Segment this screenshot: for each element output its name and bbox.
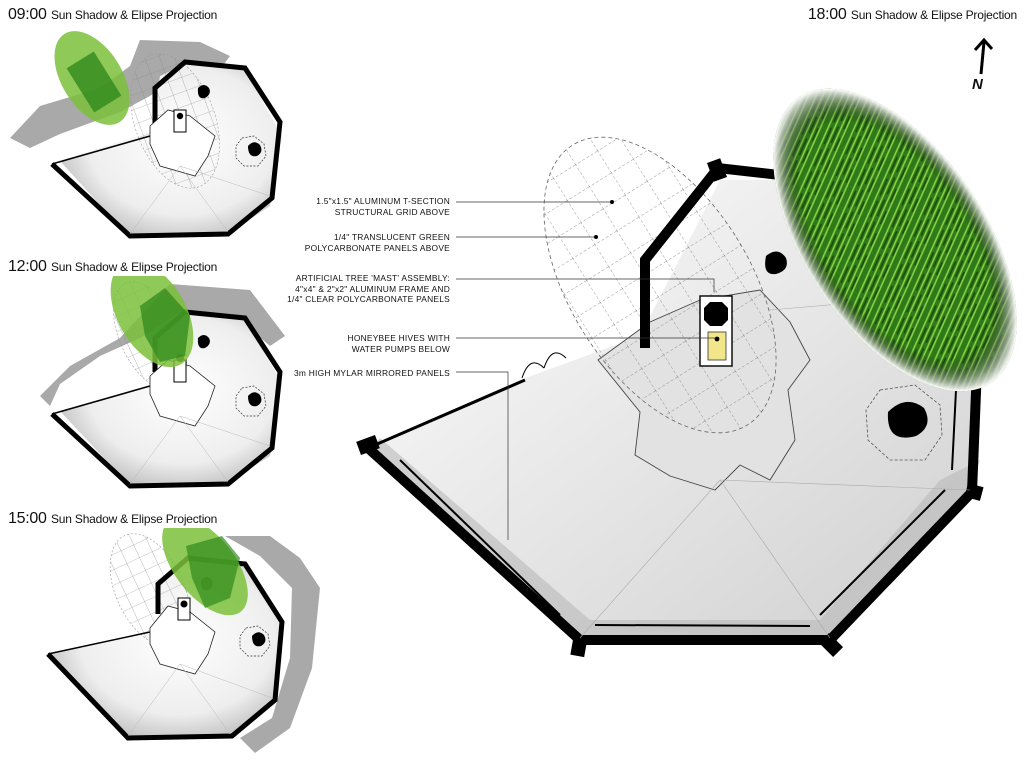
hive-octagon <box>704 302 728 326</box>
plan-1500 <box>46 528 320 753</box>
green-panel <box>186 536 240 608</box>
callout-line: ARTIFICIAL TREE 'MAST' ASSEMBLY: <box>295 273 450 283</box>
callout-line: POLYCARBONATE PANELS ABOVE <box>304 242 450 253</box>
hive-dot <box>180 600 188 608</box>
title-text: Sun Shadow & Elipse Projection <box>51 8 218 22</box>
door-arc <box>521 352 567 379</box>
radial-lines <box>127 663 273 737</box>
shadow <box>225 536 320 753</box>
wall-thin <box>47 631 151 655</box>
wall-thick <box>50 59 283 239</box>
plan-1200 <box>40 276 285 489</box>
title-1800: 18:00 Sun Shadow & Elipse Projection <box>808 6 1017 24</box>
north-arrow: N <box>966 36 1000 96</box>
wall-thick <box>46 555 285 741</box>
callout-mylar-panels: 3m HIGH MYLAR MIRRORED PANELS <box>294 368 450 379</box>
title-text: Sun Shadow & Elipse Projection <box>51 512 218 526</box>
tree-octagon <box>235 385 267 417</box>
callout-line: 1/4" CLEAR POLYCARBONATE PANELS <box>287 294 450 304</box>
callout-line: WATER PUMPS BELOW <box>351 343 450 354</box>
callout-line: 1/4" TRANSLUCENT GREEN <box>333 232 450 242</box>
callout-line: HONEYBEE HIVES WITH <box>347 333 450 343</box>
tree-blob <box>197 335 210 349</box>
north-arrow-icon <box>973 37 994 75</box>
callout-polycarbonate-panels: 1/4" TRANSLUCENT GREEN POLYCARBONATE PAN… <box>305 232 450 253</box>
tree-blob <box>887 401 928 438</box>
title-time: 12:00 <box>8 258 47 275</box>
tree-octagon <box>865 384 943 461</box>
tree-blob <box>765 251 787 275</box>
callout-tree-mast: ARTIFICIAL TREE 'MAST' ASSEMBLY: 4"x4" &… <box>287 273 450 305</box>
tree-octagon <box>239 625 271 657</box>
green-panel <box>66 51 122 113</box>
green-panel <box>140 288 190 362</box>
tree-blob <box>248 142 262 157</box>
water-pump <box>707 331 727 361</box>
title-text: Sun Shadow & Elipse Projection <box>850 8 1017 22</box>
title-1500: 15:00 Sun Shadow & Elipse Projection <box>8 510 217 528</box>
callout-structural-grid: 1.5"x1.5" ALUMINUM T-SECTION STRUCTURAL … <box>316 196 450 217</box>
plan-1800 <box>356 88 1017 658</box>
hive-dot <box>176 112 184 120</box>
canopy-fade <box>773 88 1017 392</box>
tree-blob <box>248 392 262 407</box>
tree-blob <box>252 632 266 647</box>
callout-line: 4"x4" & 2"x2" ALUMINUM FRAME AND <box>295 283 450 294</box>
title-time: 18:00 <box>807 6 847 23</box>
title-1200: 12:00 Sun Shadow & Elipse Projection <box>8 258 217 276</box>
callout-line: 1.5"x1.5" ALUMINUM T-SECTION <box>316 196 450 206</box>
tree-blob <box>197 85 210 99</box>
callout-line: 3m HIGH MYLAR MIRRORED PANELS <box>293 368 450 378</box>
pump-dot <box>714 336 720 342</box>
radial-lines <box>129 165 271 235</box>
callout-line: STRUCTURAL GRID ABOVE <box>334 206 450 217</box>
title-time: 15:00 <box>8 510 47 527</box>
radial-lines <box>129 415 271 485</box>
wall-thin <box>51 135 151 165</box>
title-text: Sun Shadow & Elipse Projection <box>51 260 218 274</box>
callout-honeybee-hives: HONEYBEE HIVES WITH WATER PUMPS BELOW <box>348 333 450 354</box>
title-0900: 09:00 Sun Shadow & Elipse Projection <box>8 6 217 24</box>
north-label: N <box>972 76 983 93</box>
wall-thin <box>51 385 151 415</box>
tree-octagon <box>235 135 267 167</box>
mast <box>149 605 216 675</box>
plan-0900 <box>10 31 283 239</box>
title-time: 09:00 <box>8 6 47 23</box>
